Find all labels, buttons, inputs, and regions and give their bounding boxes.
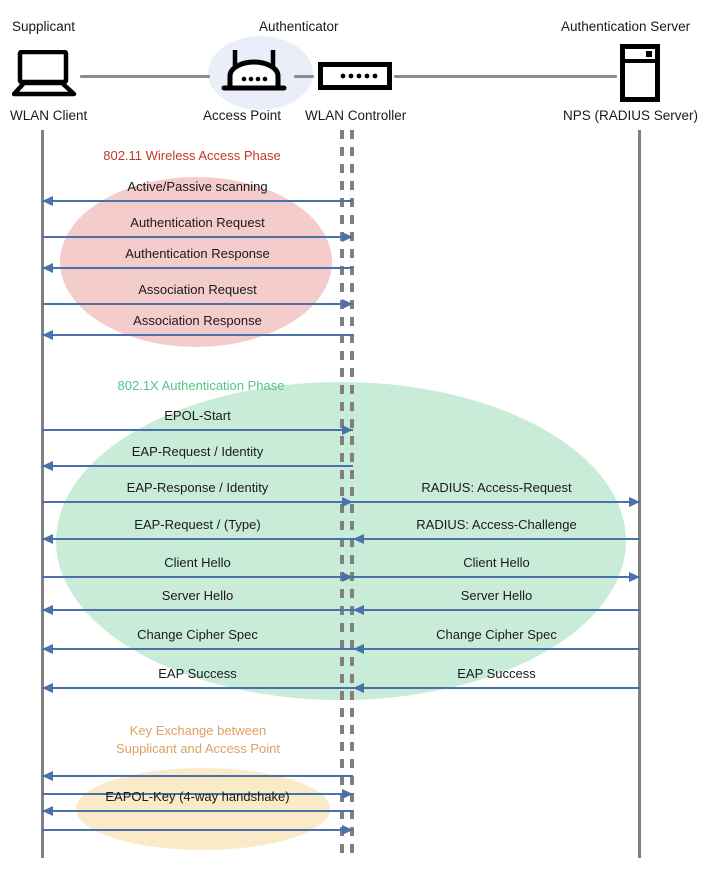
message-label: Change Cipher Spec (436, 627, 557, 642)
laptop-icon (11, 49, 78, 103)
message-arrowhead-left (42, 770, 53, 781)
actor-role-supplicant: Supplicant (12, 19, 76, 34)
message-label: RADIUS: Access-Challenge (416, 517, 577, 532)
message-arrowhead-right (342, 824, 353, 835)
message-label: EAP-Response / Identity (126, 480, 269, 495)
message-line (353, 501, 640, 503)
message-label: Authentication Response (125, 246, 270, 261)
message-arrowhead-left (353, 682, 364, 693)
message-arrowhead-right (342, 571, 353, 582)
message-line (42, 793, 353, 795)
message-arrowhead-right (629, 496, 640, 507)
lifeline-wlan-controller (350, 130, 354, 858)
message-line (353, 609, 640, 611)
message-label: Active/Passive scanning (127, 179, 268, 194)
message-arrowhead-left (42, 262, 53, 273)
message-label: EAP-Request / (Type) (134, 517, 261, 532)
message-line (42, 429, 353, 431)
phase-title-wireless-access: 802.11 Wireless Access Phase (103, 148, 281, 163)
message-arrowhead-right (342, 424, 353, 435)
actor-name-access-point: Access Point (203, 108, 282, 123)
actor-name-wlan-client: WLAN Client (10, 108, 88, 123)
message-label: EAP Success (457, 666, 536, 681)
message-arrowhead-right (629, 571, 640, 582)
message-line (42, 465, 353, 467)
message-arrowhead-left (42, 195, 53, 206)
message-line (42, 648, 353, 650)
link-controller-to-nps (394, 75, 617, 78)
message-line (42, 810, 353, 812)
message-arrowhead-right (342, 788, 353, 799)
message-arrowhead-left (42, 460, 53, 471)
message-arrowhead-left (42, 643, 53, 654)
message-line (42, 775, 353, 777)
phase-blob-key-exchange (76, 768, 330, 850)
message-label: RADIUS: Access-Request (421, 480, 572, 495)
message-line (42, 267, 353, 269)
message-line (42, 303, 353, 305)
message-arrowhead-right (342, 496, 353, 507)
message-label: Server Hello (161, 588, 234, 603)
access-point-icon (218, 48, 290, 101)
actor-name-wlan-controller: WLAN Controller (305, 108, 407, 123)
message-line (42, 576, 353, 578)
message-arrowhead-left (42, 533, 53, 544)
message-arrowhead-right (342, 231, 353, 242)
message-line (42, 829, 353, 831)
message-line (353, 576, 640, 578)
lifeline-supplicant (41, 130, 44, 858)
actor-role-authentication-server: Authentication Server (561, 19, 691, 34)
server-icon (620, 44, 660, 107)
message-label: Client Hello (463, 555, 530, 570)
message-label: Change Cipher Spec (137, 627, 258, 642)
message-arrowhead-left (353, 643, 364, 654)
message-line (353, 538, 640, 540)
link-ap-to-controller (294, 75, 314, 78)
message-label: Association Response (133, 313, 262, 328)
message-label: EPOL-Start (164, 408, 231, 423)
phase-blob-wireless-access (60, 177, 332, 347)
message-label: Client Hello (164, 555, 231, 570)
message-arrowhead-left (42, 805, 53, 816)
message-line (42, 236, 353, 238)
actor-role-authenticator: Authenticator (259, 19, 339, 34)
message-line (42, 687, 353, 689)
message-line (42, 334, 353, 336)
lifeline-access-point (340, 130, 344, 858)
message-line (353, 687, 640, 689)
actor-name-nps-radius-server: NPS (RADIUS Server) (563, 108, 699, 123)
wlan-controller-icon (318, 62, 392, 95)
message-label: Server Hello (460, 588, 533, 603)
lifeline-nps (638, 130, 641, 858)
phase-title-dot1x-auth: 802.1X Authentication Phase (117, 378, 285, 393)
link-client-to-ap (80, 75, 210, 78)
message-line (42, 200, 353, 202)
message-line (42, 501, 353, 503)
message-arrowhead-right (342, 298, 353, 309)
message-arrowhead-left (42, 682, 53, 693)
message-line (353, 648, 640, 650)
phase-title-key-exchange: Key Exchange between Supplicant and Acce… (115, 723, 281, 756)
message-arrowhead-left (42, 329, 53, 340)
message-label: EAPOL-Key (4-way handshake) (105, 789, 290, 804)
message-label: EAP Success (158, 666, 237, 681)
message-label: Association Request (138, 282, 257, 297)
message-line (42, 609, 353, 611)
message-label: Authentication Request (130, 215, 265, 230)
message-label: EAP-Request / Identity (131, 444, 264, 459)
message-arrowhead-left (353, 604, 364, 615)
message-line (42, 538, 353, 540)
message-arrowhead-left (353, 533, 364, 544)
message-arrowhead-left (42, 604, 53, 615)
